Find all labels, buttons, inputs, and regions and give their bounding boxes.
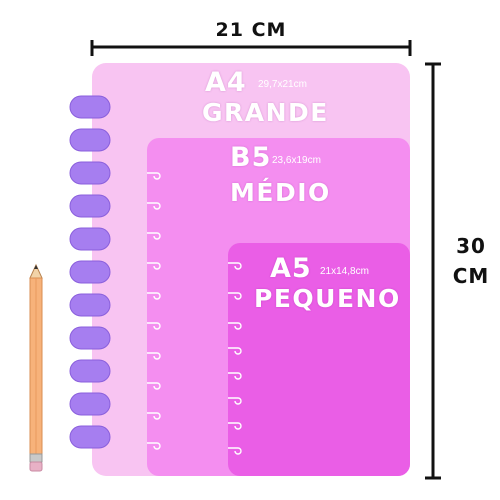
binder-disc-icon (69, 293, 111, 317)
binder-ring-icon (147, 202, 161, 210)
binder-ring-icon (147, 292, 161, 300)
binder-disc-icon (69, 95, 111, 119)
binder-ring-icon (147, 322, 161, 330)
binder-ring-icon (147, 352, 161, 360)
binder-disc-icons (69, 95, 111, 449)
binder-disc-icon (69, 260, 111, 284)
a4-size-name: GRANDE (202, 98, 329, 127)
binder-ring-icon (147, 172, 161, 180)
a5-size-name: PEQUENO (254, 284, 401, 313)
binder-ring-icon (228, 292, 242, 300)
binder-ring-icon (147, 442, 161, 450)
height-dimension-unit: CM (452, 264, 490, 288)
binder-disc-icon (69, 227, 111, 251)
a4-size-code: A4 (205, 67, 247, 98)
binder-ring-icon (228, 372, 242, 380)
pencil-icon (29, 263, 43, 472)
a5-size-code: A5 (270, 253, 312, 284)
binder-ring-icon (228, 347, 242, 355)
binder-disc-icon (69, 194, 111, 218)
binder-ring-icon (228, 397, 242, 405)
binder-ring-icon (147, 382, 161, 390)
b5-size-name: MÉDIO (230, 178, 331, 207)
b5-binder-rings (147, 172, 161, 450)
binder-disc-icon (69, 392, 111, 416)
b5-size-dimensions: 23,6x19cm (272, 155, 321, 166)
height-dimension-line (425, 62, 441, 480)
binder-ring-icon (228, 447, 242, 455)
binder-ring-icon (228, 262, 242, 270)
width-dimension-line (90, 40, 412, 56)
width-dimension-label: 21 CM (215, 19, 287, 41)
b5-size-code: B5 (230, 142, 272, 173)
binder-ring-icon (228, 422, 242, 430)
binder-ring-icon (147, 412, 161, 420)
binder-disc-icon (69, 161, 111, 185)
height-dimension-number: 30 (456, 234, 486, 258)
notebook-a5 (228, 243, 410, 476)
a5-binder-rings (228, 262, 242, 455)
binder-disc-icon (69, 326, 111, 350)
binder-disc-icon (69, 128, 111, 152)
binder-disc-icon (69, 425, 111, 449)
binder-disc-icon (69, 359, 111, 383)
a4-size-dimensions: 29,7x21cm (258, 79, 307, 90)
binder-ring-icon (147, 262, 161, 270)
a5-size-dimensions: 21x14,8cm (320, 266, 369, 277)
binder-ring-icon (147, 232, 161, 240)
binder-ring-icon (228, 322, 242, 330)
